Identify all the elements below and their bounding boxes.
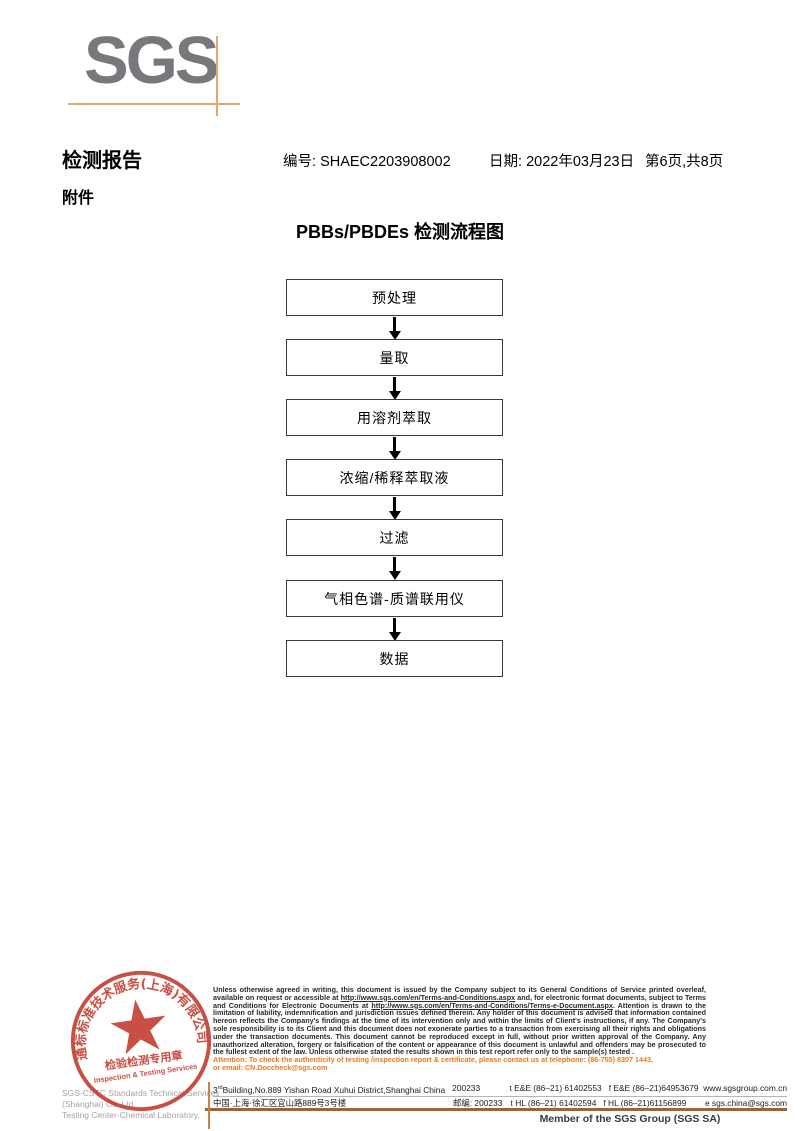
address-en-num: 3 [213,1084,218,1095]
address-row-cn: 中国·上海·徐汇区宜山路889号3号楼 邮编: 200233 t HL (86–… [213,1097,787,1110]
legal-text-part1: Unless otherwise agreed in writing, this… [213,985,706,1002]
report-date: 日期: 2022年03月23日 [489,150,634,171]
flow-step-label: 预处理 [372,289,417,306]
legal-text-part3: . Attention is drawn to the limitation o… [213,1000,706,1057]
lab-company-line2: Testing Center-Chemical Laboratory. [62,1110,200,1120]
email-link[interactable]: e sgs.china@sgs.com [704,1098,787,1109]
flow-step-box: 量取 [286,339,503,376]
tel-hl: t HL (86–21) 61402594 [510,1098,597,1109]
stamp-star-icon [110,999,166,1055]
logo-crosshair-horizontal [68,103,240,105]
flow-arrow-icon [387,497,402,520]
address-en-rest: Building,No.889 Yishan Road Xuhui Distri… [222,1084,446,1095]
footer-divider-line [205,1108,787,1111]
website-link[interactable]: www.sgsgroup.com.cn [703,1083,787,1094]
sgs-member-note: Member of the SGS Group (SGS SA) [539,1113,721,1125]
report-title: 检测报告 [62,150,142,172]
lab-company-line1: SGS-CSTC Standards Technical Services (S… [62,1088,220,1109]
legal-disclaimer: Unless otherwise agreed in writing, this… [213,986,706,1072]
flow-step-box: 用溶剂萃取 [286,399,503,436]
flow-step-label: 过滤 [379,529,410,546]
flow-arrow-icon [387,437,402,460]
page-indicator: 第6页,共8页 [645,154,724,170]
attachment-label: 附件 [62,190,95,207]
terms-e-document-link[interactable]: http://www.sgs.com/en/Terms-and-Conditio… [371,1000,613,1010]
fax-hl: f HL (86–21)61156899 [603,1098,687,1109]
attention-note-line2: or email: CN.Doccheck@sgs.com [213,1062,328,1072]
flow-step-label: 用溶剂萃取 [357,409,432,426]
attention-note-line1: Attention: To check the authenticity of … [213,1055,654,1065]
address-en: 3rdBuilding,No.889 Yishan Road Xuhui Dis… [213,1082,452,1096]
footer-vertical-line [208,1082,210,1129]
postal-code-cn: 邮编: 200233 [453,1097,511,1109]
flow-arrow-icon [387,557,402,580]
postal-code-en: 200233 [452,1083,481,1094]
report-date-value: 2022年03月23日 [526,154,635,170]
flow-step-label: 浓缩/稀释萃取液 [339,469,450,486]
phone-fax-row2: t HL (86–21) 61402594 f HL (86–21)611568… [511,1097,705,1109]
flow-step-label: 数据 [379,650,410,667]
terms-link[interactable]: http://www.sgs.com/en/Terms-and-Conditio… [340,992,516,1002]
flow-step-label: 气相色谱-质谱联用仪 [324,590,465,607]
flow-step-box: 数据 [286,640,503,677]
fax-ee: f E&E (86–21)64953679 [608,1083,699,1094]
address-row-en: 3rdBuilding,No.889 Yishan Road Xuhui Dis… [213,1081,787,1097]
postal-value-cn: 200233 [474,1098,503,1109]
flow-arrow-icon [387,317,402,340]
legal-text-part2: and, for electronic format documents, su… [213,992,706,1010]
flow-arrow-icon [387,377,402,400]
flow-step-box: 预处理 [286,279,503,316]
flow-step-box: 过滤 [286,519,503,556]
report-number: 编号: SHAEC2203908002 [283,150,451,171]
postal-label-cn: 邮编: [453,1098,473,1109]
address-en-sup: rd [217,1084,223,1091]
address-block: 3rdBuilding,No.889 Yishan Road Xuhui Dis… [213,1081,787,1110]
report-date-label: 日期: [489,154,523,170]
flow-arrow-icon [387,618,402,641]
lab-company-name: SGS-CSTC Standards Technical Services (S… [62,1088,222,1121]
flow-step-box: 气相色谱-质谱联用仪 [286,580,503,617]
sgs-logo: SGS [84,23,219,98]
report-number-value: SHAEC2203908002 [320,154,451,170]
address-cn: 中国·上海·徐汇区宜山路889号3号楼 [213,1098,347,1109]
report-number-label: 编号: [283,154,317,170]
inspection-stamp-icon: 通标标准技术服务(上海)有限公司 检验检测专用章 Inspection & Te… [64,967,212,1112]
flowchart-title: PBBs/PBDEs 检测流程图 [295,222,505,242]
tel-ee: t E&E (86–21) 61402553 [509,1083,602,1094]
phone-fax-row1: t E&E (86–21) 61402553 f E&E (86–21)6495… [510,1082,704,1094]
logo-crosshair-vertical [216,36,218,116]
flow-step-box: 浓缩/稀释萃取液 [286,459,503,496]
flow-step-label: 量取 [379,349,410,366]
